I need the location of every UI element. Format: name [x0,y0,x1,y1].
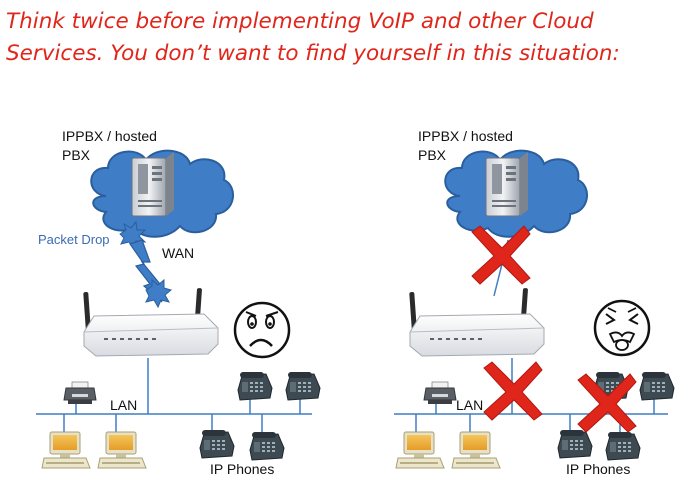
right-server-label-line-2: PBX [418,147,447,163]
left-lan-label: LAN [110,397,137,413]
packet-drop-burst-lower-icon [145,278,173,309]
right-router-icon [408,287,545,357]
left-computer-2-icon [97,431,147,469]
left-server-label-line-2: PBX [62,147,91,163]
right-phone-3-icon [557,429,593,459]
right-scene: IPPBX / hosted PBX LAN [394,128,675,477]
headline: Think twice before implementing VoIP and… [6,6,696,70]
left-computer-1-icon [41,431,91,469]
left-printer-icon [63,381,97,405]
headline-line-2: Services. You don’t want to find yoursel… [6,41,620,66]
worried-face-icon [233,301,291,359]
packet-drop-label: Packet Drop [38,232,110,247]
left-phone-3-icon [199,429,235,459]
left-phone-1-icon [237,371,273,401]
left-cloud-server-icon [90,149,235,238]
sick-face-icon [593,299,651,357]
packet-drop-burst-icon [119,220,147,250]
right-computer-1-icon [395,431,445,469]
right-computer-2-icon [451,431,501,469]
left-server-label-line-1: IPPBX / hosted [62,128,157,144]
right-ip-phones-label: IP Phones [566,461,630,477]
right-server-label-line-1: IPPBX / hosted [418,128,513,144]
left-scene: IPPBX / hosted PBX Packet Drop WAN [36,128,321,477]
lan-failure-cross-icon [483,361,543,421]
right-phone-4-icon [605,431,641,461]
right-phone-2-icon [639,371,675,401]
left-phone-4-icon [249,431,285,461]
right-cloud-server-icon [444,149,589,238]
right-lan-label: LAN [456,397,483,413]
right-printer-icon [423,381,457,405]
left-phone-2-icon [285,371,321,401]
headline-line-1: Think twice before implementing VoIP and… [6,9,594,34]
left-ip-phones-label: IP Phones [210,461,274,477]
left-wan-label: WAN [162,245,194,261]
